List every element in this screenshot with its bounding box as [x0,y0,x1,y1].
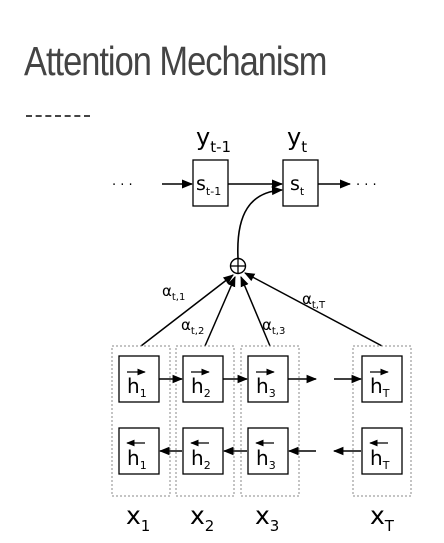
attention-line-1 [140,274,234,347]
forward-state-label: h3 [256,374,276,400]
backward-state-label: h2 [191,446,211,472]
arrow-context-to-s-t [237,186,284,259]
forward-state-label: h1 [127,374,147,400]
decoder-state-label-t: st [290,173,305,198]
encoder-column-3: h3 h3 x3 [240,345,300,535]
output-label-y-t: yt [287,123,307,156]
encoder-dotted-box [352,345,412,497]
backward-state-label: h1 [127,446,147,472]
backward-state-box [361,427,403,475]
decoder-state-label-t-1: st-1 [196,173,221,198]
attention-weight-label-2: αt,2 [181,316,204,337]
input-label: x2 [190,501,214,535]
forward-state-label: hT [370,374,390,400]
input-label: x1 [126,501,150,535]
attention-weight-label-1: αt,1 [162,282,185,303]
encoder-dotted-box [111,345,171,497]
encoder-dotted-box [175,345,235,497]
forward-state-label: h2 [191,374,211,400]
slide-title: Attention Mechanism [24,38,327,84]
backward-state-label: h3 [256,446,276,472]
attention-line-T [244,272,383,347]
attention-weight-label-T: αt,T [302,290,326,311]
title-underline [26,115,90,117]
input-label: x3 [255,501,279,535]
attention-line-2 [204,276,236,347]
decoder-state-box-t [282,159,319,207]
attention-weight-label-3: αt,3 [262,316,285,337]
output-label-y-t-1: yt-1 [196,123,231,156]
backward-state-label: hT [370,446,390,472]
encoder-column-T: hT hT xT [352,345,412,535]
encoder-dotted-box [240,345,300,497]
decoder-ellipsis-left: · · · [112,178,133,193]
attention-line-3 [240,276,271,347]
input-label: xT [370,501,395,535]
encoder-column-2: h2 h2 x2 [175,345,235,535]
encoder-column-1: h1 h1 x1 [111,345,171,535]
decoder-ellipsis-right: · · · [356,178,377,193]
